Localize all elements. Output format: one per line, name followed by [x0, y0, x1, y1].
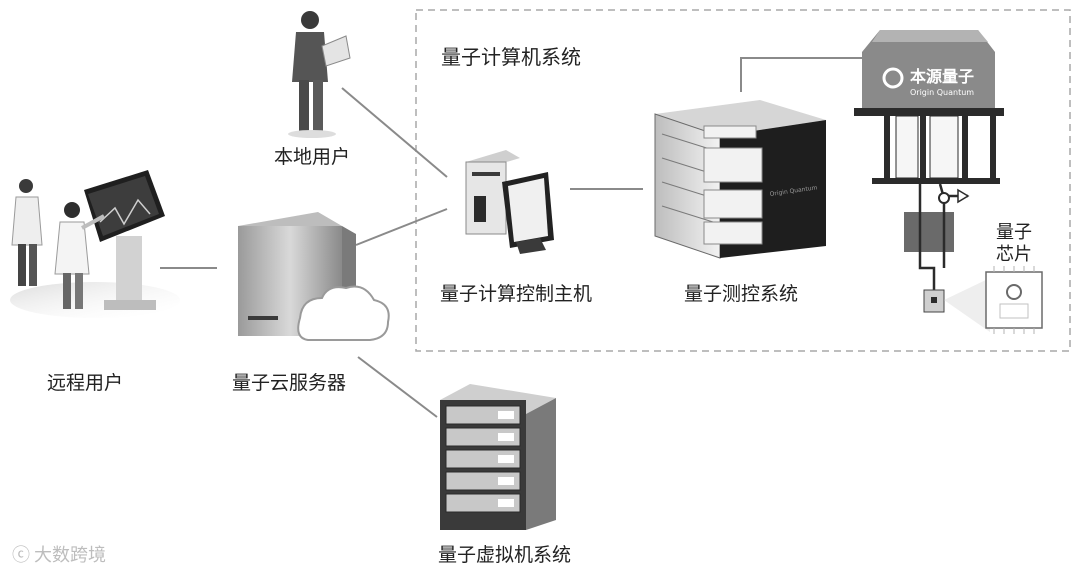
- watermark-text: 大数跨境: [34, 545, 106, 566]
- control-host-graphic: [465, 150, 554, 254]
- cryostat-brand-cn: 本源量子: [910, 67, 974, 86]
- cryostat-brand-en: Origin Quantum: [910, 88, 974, 97]
- system-boundary: [415, 9, 1071, 352]
- measure-control-graphic: Origin Quantum: [654, 100, 826, 259]
- cryostat-graphic: 本源量子 Origin Quantum: [854, 30, 1043, 334]
- label-quantum-chip: 量子 芯片: [994, 222, 1034, 266]
- virtual-system-graphic: [440, 384, 556, 530]
- label-virtual-system: 量子虚拟机系统: [438, 544, 572, 566]
- system-boundary-title: 量子计算机系统: [441, 45, 581, 69]
- link-cloud-host: [355, 208, 448, 246]
- label-quantum-chip-line1: 量子: [996, 222, 1032, 243]
- label-local-user: 本地用户: [274, 146, 351, 168]
- label-measure-control: 量子测控系统: [684, 283, 799, 305]
- label-quantum-chip-line2: 芯片: [996, 244, 1032, 265]
- connections: [160, 57, 862, 418]
- label-remote-user: 远程用户: [47, 372, 124, 394]
- link-measure-cryostat: [740, 57, 862, 92]
- local-user-graphic: [288, 11, 351, 138]
- link-cloud-virtual: [357, 356, 438, 418]
- watermark: ⓒ 大数跨境: [12, 541, 106, 567]
- remote-user-graphic: [10, 170, 180, 318]
- cloud-server-graphic: [238, 212, 390, 341]
- label-cloud-server: 量子云服务器: [232, 372, 347, 394]
- link-local-host: [341, 87, 448, 178]
- watermark-logo-icon: ⓒ: [12, 545, 30, 566]
- label-control-host: 量子计算控制主机: [440, 283, 593, 305]
